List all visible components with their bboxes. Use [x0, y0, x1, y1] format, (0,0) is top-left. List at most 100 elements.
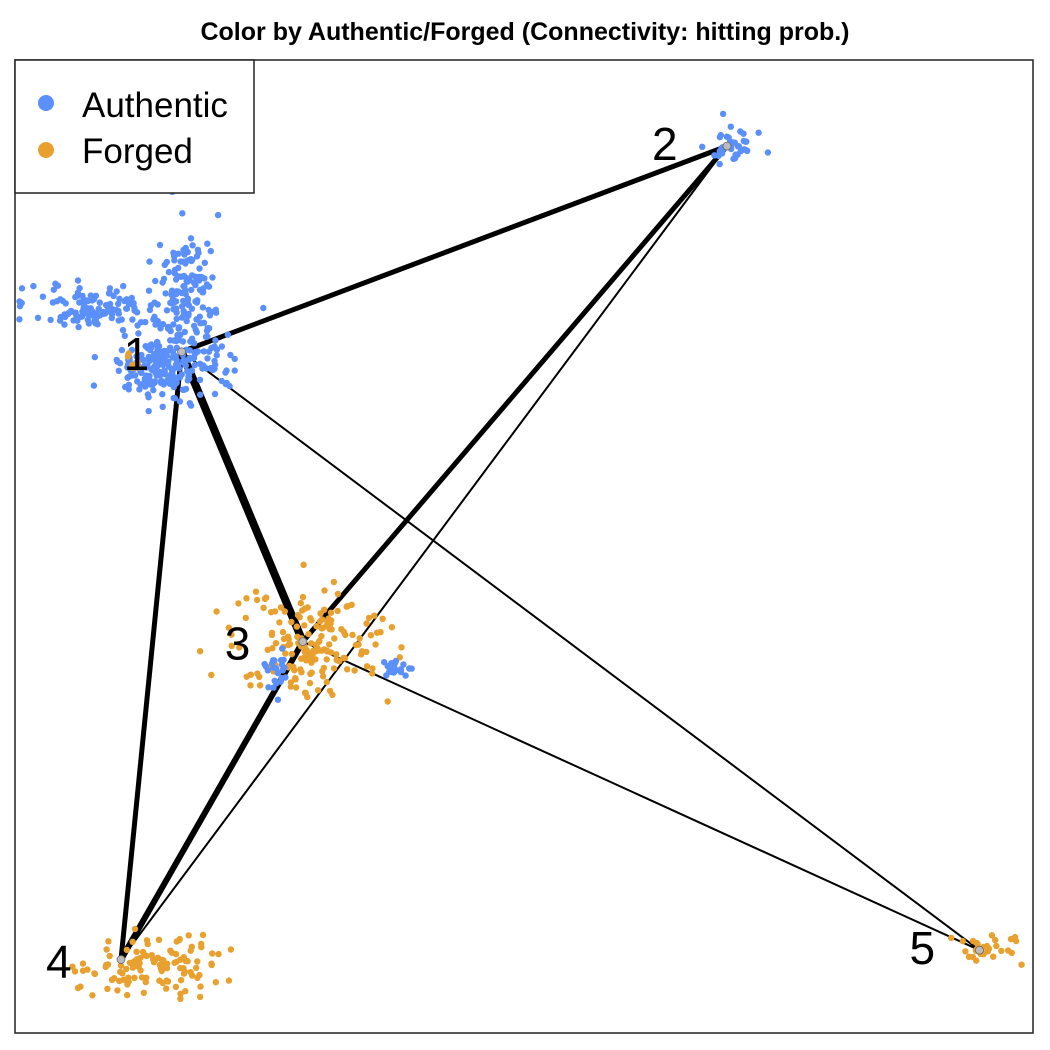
- point-node-3-forged: [299, 593, 307, 601]
- point-node-1-authentic: [96, 299, 104, 306]
- point-node-1-authentic: [91, 353, 99, 361]
- point-node-3-forged: [306, 654, 313, 661]
- point-node-1-authentic: [115, 317, 122, 324]
- point-node-1-authentic: [113, 356, 120, 364]
- point-node-3-authentic: [282, 674, 289, 681]
- point-node-3-forged: [317, 610, 324, 617]
- edge-3-5: [301, 640, 981, 952]
- point-node-3-authentic: [274, 696, 282, 703]
- point-node-2-authentic: [699, 143, 706, 150]
- point-node-3-forged: [196, 648, 204, 655]
- point-node-1-authentic: [164, 377, 171, 384]
- point-node-3-forged: [319, 673, 327, 680]
- point-node-5-forged: [993, 942, 1000, 950]
- point-node-3-authentic: [262, 663, 270, 670]
- point-node-4-forged: [124, 991, 131, 999]
- point-node-5-forged: [948, 934, 955, 942]
- point-node-3-forged: [352, 641, 360, 649]
- point-node-1-authentic: [108, 311, 116, 318]
- point-node-1-authentic: [89, 297, 96, 304]
- point-node-3-authentic: [402, 672, 409, 679]
- point-node-3-authentic: [408, 665, 415, 672]
- point-node-3-forged: [319, 616, 326, 623]
- point-node-1-authentic: [129, 316, 136, 323]
- point-node-1-authentic: [175, 324, 183, 331]
- point-node-1-authentic: [224, 331, 231, 338]
- point-node-1-authentic: [150, 364, 157, 371]
- point-node-3-forged: [253, 596, 261, 604]
- point-node-1-authentic: [161, 347, 168, 355]
- point-node-3-forged: [256, 682, 264, 689]
- point-node-1-authentic: [163, 307, 171, 314]
- point-node-4-forged: [159, 979, 166, 987]
- point-node-3-forged: [368, 670, 376, 677]
- point-node-5-forged: [969, 937, 977, 945]
- point-node-3-forged: [371, 612, 378, 619]
- point-node-3-forged: [313, 623, 320, 630]
- point-node-4-forged: [117, 968, 124, 976]
- point-node-3-forged: [296, 614, 303, 621]
- point-node-1-authentic: [153, 338, 161, 346]
- point-node-3-forged: [268, 629, 276, 636]
- point-node-4-forged: [196, 993, 204, 1001]
- point-node-1-authentic: [168, 287, 176, 294]
- point-node-3-forged: [318, 624, 325, 632]
- legend-marker-authentic: [38, 95, 54, 111]
- point-node-1-authentic: [200, 348, 207, 355]
- point-node-2-authentic: [716, 160, 723, 168]
- point-node-4-forged: [71, 968, 79, 975]
- point-node-3-authentic: [271, 657, 278, 664]
- point-node-5-forged: [965, 953, 973, 960]
- point-node-4-forged: [187, 969, 194, 976]
- point-node-1-authentic: [141, 362, 148, 369]
- point-node-1-authentic: [106, 285, 114, 292]
- point-node-3-forged: [288, 618, 295, 626]
- edges-layer: [118, 143, 981, 963]
- point-node-3-authentic: [271, 677, 278, 684]
- point-node-3-forged: [341, 654, 349, 662]
- point-node-2-authentic: [741, 146, 748, 153]
- point-node-5-forged: [982, 944, 990, 952]
- point-node-1-authentic: [123, 305, 130, 312]
- points-layer: [16, 110, 1025, 1002]
- point-node-4-forged: [208, 960, 215, 967]
- point-node-3-forged: [331, 635, 338, 642]
- point-node-3-forged: [213, 608, 220, 615]
- point-node-4-forged: [155, 936, 163, 943]
- point-node-4-forged: [123, 965, 130, 973]
- point-node-3-forged: [285, 635, 292, 643]
- point-node-1-authentic: [145, 287, 153, 294]
- point-node-1-authentic: [142, 343, 149, 350]
- point-node-4-forged: [168, 949, 176, 956]
- point-node-3-authentic: [279, 667, 286, 674]
- point-node-1-authentic: [184, 297, 191, 304]
- point-node-1-authentic: [193, 316, 200, 323]
- point-node-1-authentic: [204, 355, 211, 362]
- point-node-3-forged: [334, 590, 342, 598]
- point-node-1-authentic: [170, 337, 178, 344]
- point-node-3-forged: [252, 588, 260, 595]
- point-node-1-authentic: [171, 257, 178, 264]
- point-node-3-forged: [300, 561, 307, 568]
- point-node-3-forged: [379, 615, 386, 622]
- point-node-1-authentic: [199, 289, 206, 296]
- point-node-3-forged: [264, 646, 271, 654]
- point-node-1-authentic: [181, 248, 188, 256]
- point-node-1-forged: [129, 361, 136, 368]
- point-node-4-forged: [131, 974, 138, 981]
- point-node-1-authentic: [199, 304, 207, 311]
- point-node-1-authentic: [115, 300, 122, 307]
- point-node-5-forged: [959, 937, 966, 945]
- point-node-3-forged: [344, 603, 351, 610]
- point-node-1-authentic: [159, 361, 167, 369]
- point-node-1-authentic: [143, 372, 150, 379]
- point-node-4-forged: [194, 958, 201, 965]
- point-node-4-forged: [158, 967, 165, 975]
- point-node-2-authentic: [716, 133, 724, 141]
- point-node-3-authentic: [279, 645, 286, 652]
- point-node-1-authentic: [159, 391, 166, 398]
- point-node-3-forged: [351, 667, 358, 674]
- point-node-3-forged: [293, 623, 300, 630]
- point-node-1-authentic: [157, 325, 164, 332]
